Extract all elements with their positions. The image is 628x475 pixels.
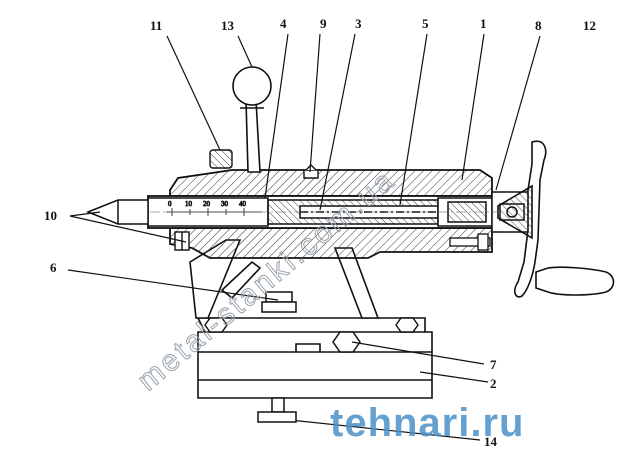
callout-5: 5	[422, 16, 429, 31]
callout-1: 1	[480, 16, 487, 31]
watermark-brand: tehnari.ru	[330, 401, 524, 445]
lock-knob-11	[209, 149, 233, 169]
handwheel-12	[497, 140, 615, 298]
base-plate	[196, 317, 433, 399]
callout-8: 8	[535, 18, 542, 33]
lever-handle-13	[232, 66, 272, 173]
callout-14: 14	[484, 434, 498, 449]
support-legs	[189, 239, 380, 319]
callout-labels: 11 13 4 9 3 5 1 8 12 10 6 7 2 14	[44, 16, 596, 449]
callout-2: 2	[490, 376, 497, 391]
callout-3: 3	[355, 16, 362, 31]
callout-9: 9	[320, 16, 327, 31]
scale-mark-20: 20	[203, 200, 211, 208]
scale-mark-10: 10	[185, 200, 193, 208]
scale-mark-30: 30	[221, 200, 229, 208]
set-screw-9	[303, 164, 319, 179]
callout-6: 6	[50, 260, 57, 275]
live-center-10	[85, 199, 149, 225]
callout-13: 13	[221, 18, 235, 33]
foot-screw-14	[257, 397, 297, 423]
clamp-bolt-6	[261, 291, 297, 313]
screw-right-lower	[449, 233, 491, 251]
callout-11: 11	[150, 18, 162, 33]
leader-lines	[67, 33, 541, 441]
callout-4: 4	[280, 16, 287, 31]
base-bolt-left	[204, 317, 228, 333]
scale-mark-40: 40	[239, 200, 247, 208]
callout-7: 7	[490, 357, 497, 372]
base-bolt-right	[395, 317, 419, 333]
callout-10: 10	[44, 208, 57, 223]
callout-12: 12	[583, 18, 596, 33]
base-hex-nut-7	[332, 331, 361, 353]
scale-mark-0: 0	[168, 200, 172, 208]
